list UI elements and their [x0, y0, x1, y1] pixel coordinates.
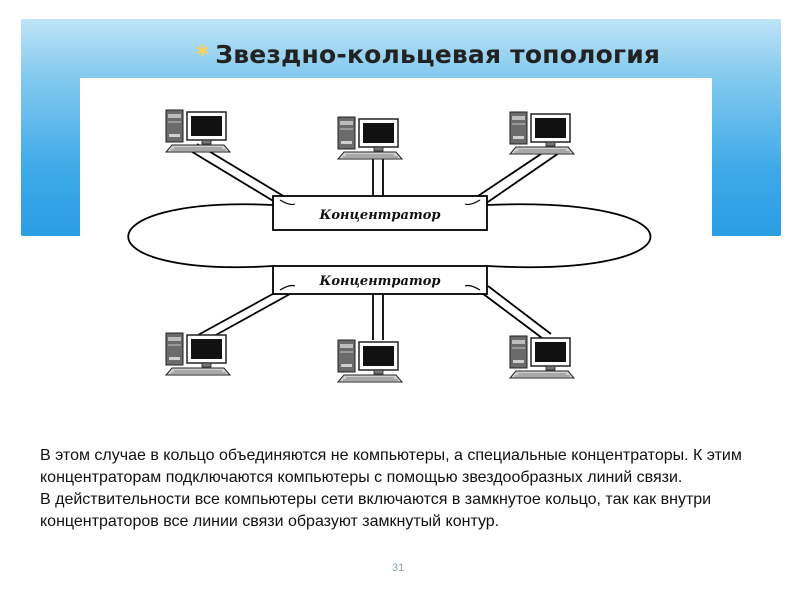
title-bullet: * [196, 40, 210, 69]
desktop-computer-icon [337, 116, 403, 160]
slide-number: 31 [392, 562, 405, 574]
star-links-bottom [197, 285, 552, 342]
hub-bottom-label: Концентратор [319, 274, 441, 289]
slide-title: *Звездно-кольцевая топология [196, 40, 660, 69]
desktop-computer-icon [509, 335, 575, 379]
description-paragraph-2: В действительности все компьютеры сети в… [40, 491, 712, 530]
slide-title-text: Звездно-кольцевая топология [215, 40, 661, 69]
desktop-computer-icon [165, 332, 231, 376]
description-text: В этом случае в кольцо объединяются не к… [40, 445, 780, 533]
desktop-computer-icon [337, 339, 403, 383]
topology-diagram: Концентратор Концентратор [80, 78, 712, 423]
ring-line [127, 203, 274, 268]
desktop-computer-icon [165, 109, 231, 153]
desktop-computer-icon [509, 111, 575, 155]
hub-top-label: Концентратор [319, 208, 441, 223]
description-paragraph-1: В этом случае в кольцо объединяются не к… [40, 447, 742, 486]
hub-top: Концентратор [272, 195, 488, 231]
topology-diagram-svg: Концентратор Концентратор [127, 109, 652, 383]
star-links-top [188, 143, 560, 206]
hub-bottom: Концентратор [272, 265, 488, 295]
ring-line [486, 203, 652, 269]
